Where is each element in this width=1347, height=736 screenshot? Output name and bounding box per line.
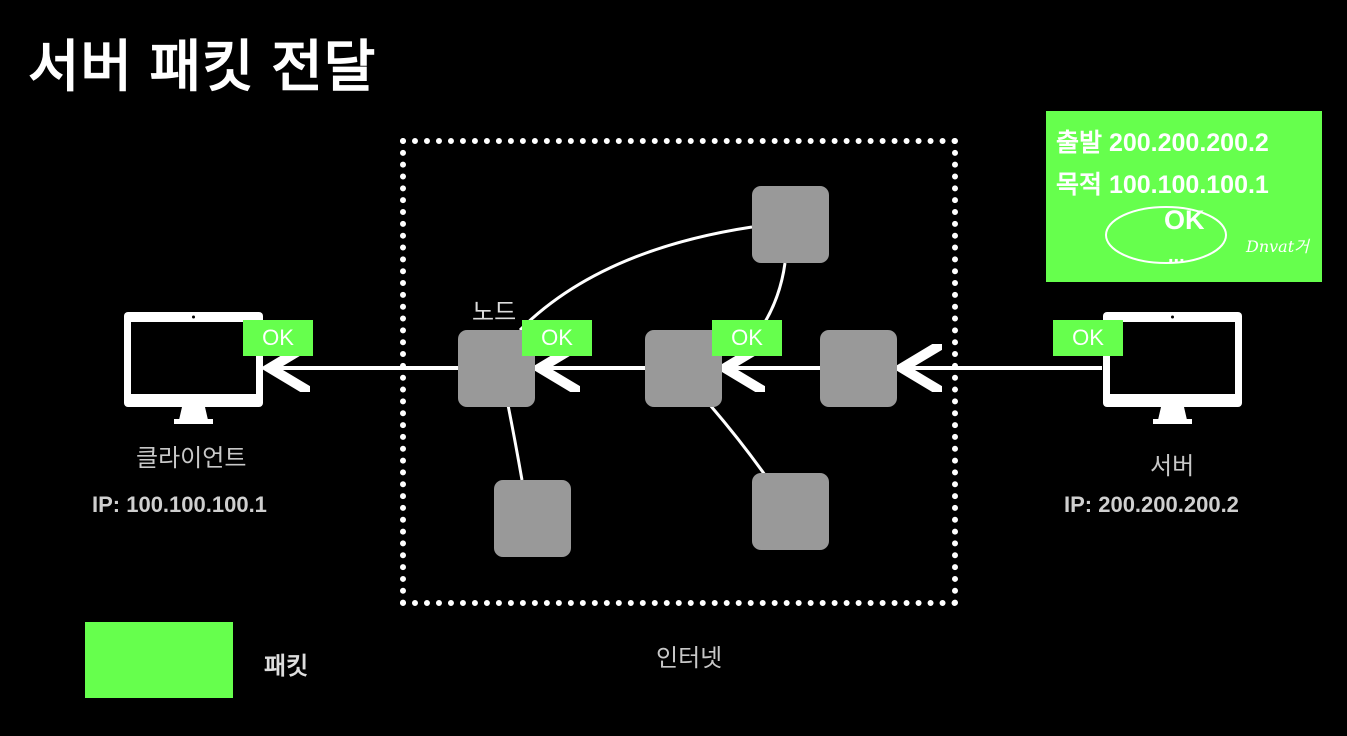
client-label: 클라이언트 (136, 445, 247, 472)
packet-detail-box: 출발 200.200.200.2 목적 100.100.100.1 OK ...… (1046, 111, 1322, 282)
node-label: 노드 (472, 299, 517, 326)
link-left-to-bottom (506, 404, 524, 481)
node-bottom-right (752, 473, 829, 550)
packet-at-center-node: OK (712, 320, 782, 356)
packet-destination: 목적 100.100.100.1 (1056, 171, 1269, 199)
link-center-to-bottomright (708, 404, 767, 476)
node-bottom-left (494, 480, 571, 557)
page-title: 서버 패킷 전달 (28, 35, 377, 98)
node-center (645, 330, 722, 407)
internet-boundary (400, 138, 958, 606)
legend-packet-label: 패킷 (264, 653, 309, 680)
client-ip: IP: 100.100.100.1 (92, 492, 267, 517)
handwriting-note: Dnvat거 (1246, 237, 1309, 256)
payload-ellipsis: ... (1168, 245, 1185, 267)
internet-label: 인터넷 (656, 645, 723, 672)
node-right (820, 330, 897, 407)
payload-text: OK (1164, 205, 1205, 235)
legend-packet-swatch (85, 622, 233, 698)
packet-at-left-node: OK (522, 320, 592, 356)
server-ip: IP: 200.200.200.2 (1064, 492, 1239, 517)
link-top-to-left (518, 225, 753, 332)
server-monitor-icon (1103, 312, 1242, 424)
client-monitor-icon (124, 312, 263, 424)
server-label: 서버 (1150, 453, 1195, 480)
payload-circle-icon (1105, 206, 1227, 264)
packet-at-server: OK (1053, 320, 1123, 356)
packet-at-client: OK (243, 320, 313, 356)
packet-source: 출발 200.200.200.2 (1056, 129, 1269, 157)
node-top (752, 186, 829, 263)
